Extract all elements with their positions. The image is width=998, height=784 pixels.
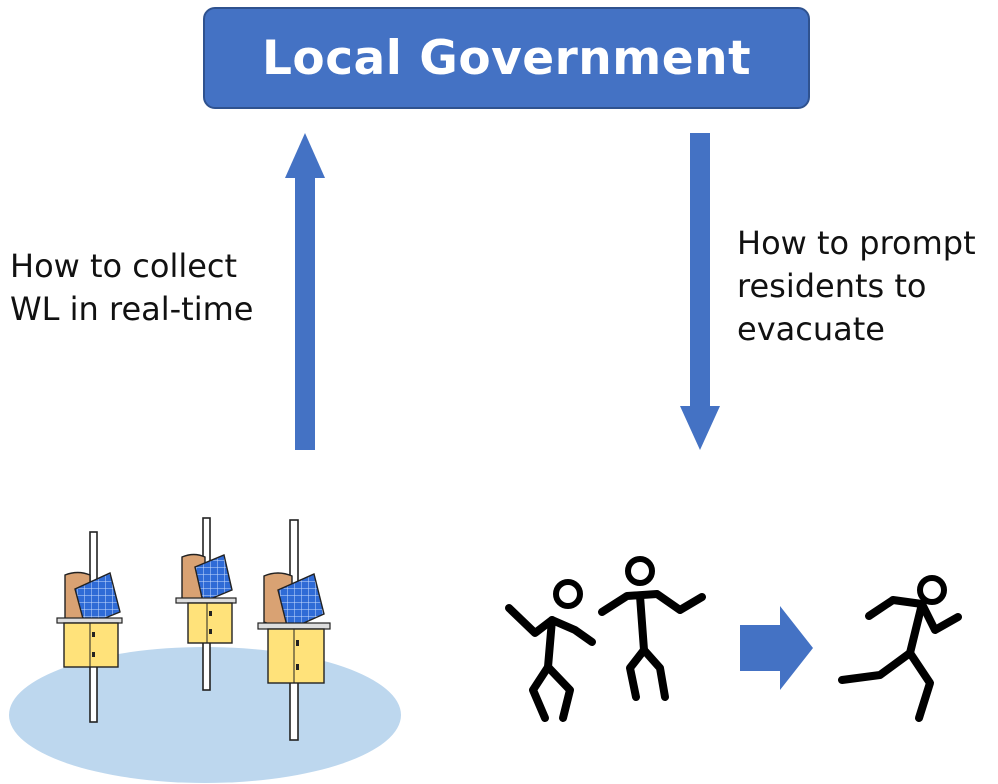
prompt-evacuate-caption-line-1: How to prompt: [737, 224, 976, 262]
arrow-right-icon: [740, 606, 813, 690]
prompt-evacuate-caption-line-2: residents to: [737, 267, 927, 305]
water-level-sensor-icon: [175, 517, 237, 691]
collect-wl-caption-line-2: WL in real-time: [10, 290, 254, 328]
collect-wl-caption-line-1: How to collect: [10, 247, 238, 285]
water-level-sensor-icon: [56, 531, 123, 723]
prompt-evacuate-caption-line-3: evacuate: [737, 310, 885, 348]
arrow-down-icon: [680, 133, 720, 450]
local-government-title: Local Government: [261, 30, 752, 86]
dancing-people-icon: [505, 556, 706, 722]
running-person-icon: [838, 575, 962, 722]
prompt-evacuate-caption: How to prompt residents to evacuate: [737, 222, 976, 351]
collect-wl-caption: How to collect WL in real-time: [10, 245, 253, 331]
arrow-up-icon: [285, 133, 325, 450]
local-government-box: Local Government: [203, 7, 810, 109]
water-level-sensor-icon: [257, 519, 331, 741]
